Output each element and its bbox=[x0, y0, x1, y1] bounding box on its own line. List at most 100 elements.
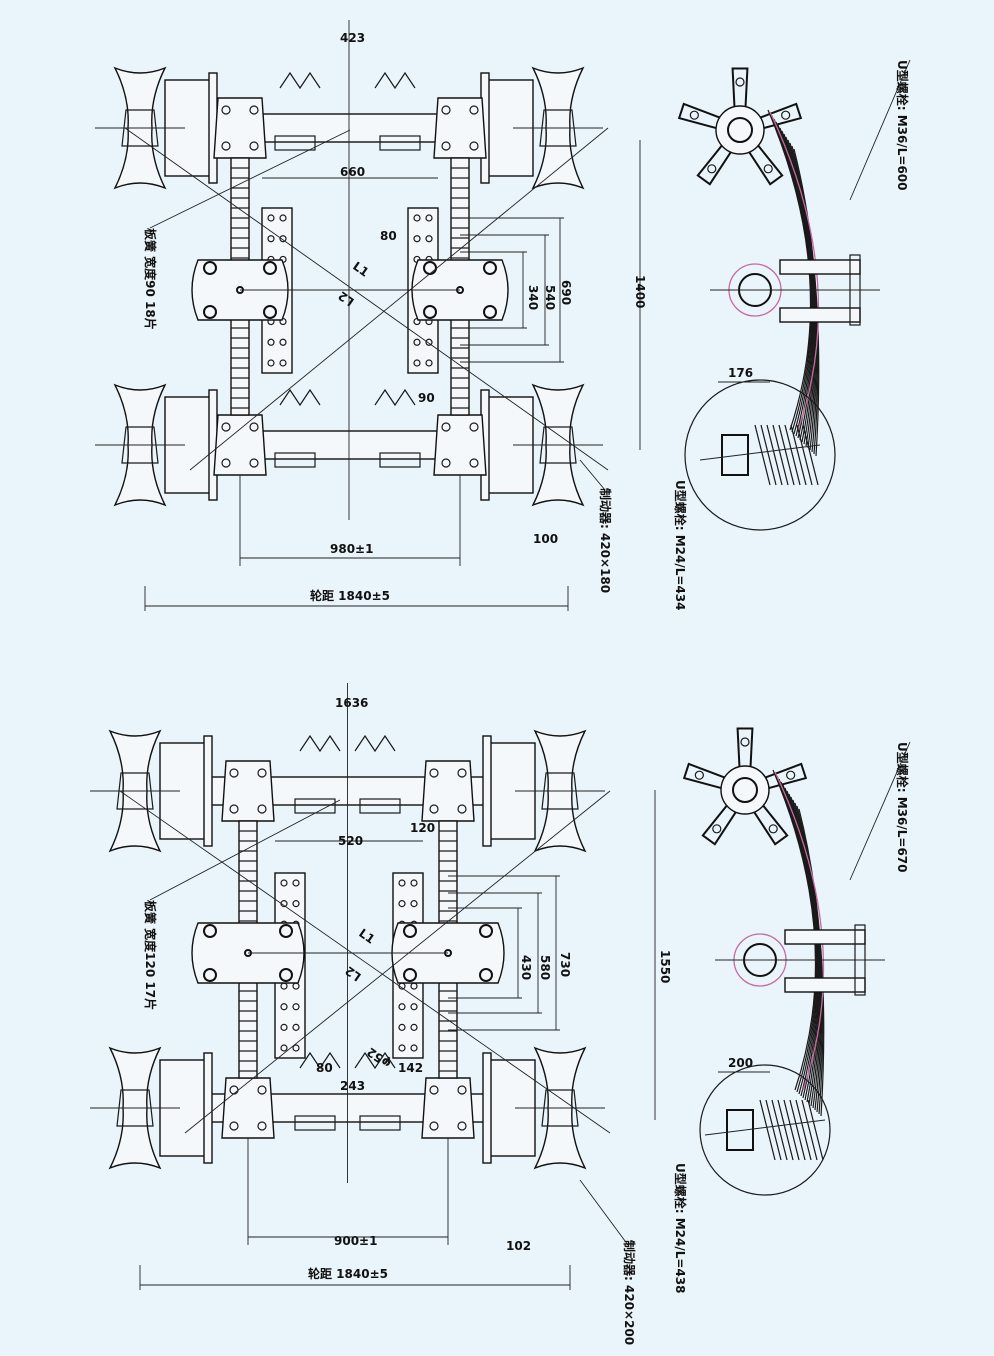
bolt bbox=[469, 422, 479, 432]
bolt bbox=[429, 1121, 439, 1131]
plate-hole bbox=[267, 214, 275, 222]
u-bolt-main-spec: U型螺栓: M36/L=600 bbox=[895, 60, 910, 191]
hub-cap bbox=[539, 426, 577, 464]
brake-chamber bbox=[299, 734, 341, 753]
bolt bbox=[441, 141, 451, 151]
bolt bbox=[229, 804, 239, 814]
hub-spoke bbox=[736, 727, 754, 769]
detail-leaf-hatch bbox=[789, 1099, 806, 1161]
label-L1: L1 bbox=[356, 926, 377, 947]
brake-chamber bbox=[354, 1051, 396, 1070]
plate-hole bbox=[279, 338, 287, 346]
nut bbox=[203, 924, 217, 938]
dim-phi52: φ52 bbox=[364, 1045, 393, 1071]
plate-hole bbox=[413, 359, 421, 367]
plate-hole bbox=[398, 1023, 406, 1031]
detail-circle bbox=[684, 379, 836, 531]
bolt bbox=[221, 105, 231, 115]
bolt bbox=[257, 1121, 267, 1131]
nut bbox=[479, 924, 493, 938]
spring-clamp bbox=[784, 929, 866, 945]
stud-hole bbox=[768, 824, 778, 834]
spring-seat bbox=[221, 760, 275, 822]
bolt bbox=[229, 1121, 239, 1131]
bolt bbox=[457, 1085, 467, 1095]
hub-spoke bbox=[682, 762, 727, 790]
bolt bbox=[457, 1121, 467, 1131]
hub-spoke bbox=[696, 143, 733, 186]
bottom-side-view bbox=[682, 727, 885, 1196]
dim-120: 120 bbox=[410, 821, 435, 835]
bolt bbox=[257, 1085, 267, 1095]
dim-690: 690 bbox=[559, 280, 573, 305]
brake-drum bbox=[486, 1059, 536, 1157]
spring-seat bbox=[433, 97, 487, 159]
spring-clamp bbox=[779, 307, 861, 323]
spring-seat bbox=[213, 97, 267, 159]
bolt bbox=[221, 458, 231, 468]
stud-hole bbox=[786, 770, 796, 780]
diagonal-L1 bbox=[124, 127, 609, 471]
brake-arm bbox=[379, 135, 421, 151]
leaf-outline bbox=[769, 111, 820, 431]
nut bbox=[423, 305, 437, 319]
bottom-assembly-labels: 1636 520 120 730 580 430 1550 200 80 142… bbox=[143, 696, 910, 1345]
brake-spec: 制动器: 420×180 bbox=[598, 488, 613, 593]
label-L1: L1 bbox=[350, 259, 371, 280]
hub-spoke bbox=[763, 762, 808, 790]
hub-cap bbox=[539, 109, 577, 147]
hub-bore bbox=[732, 777, 758, 803]
u-bolt-main-spec: U型螺栓: M36/L=670 bbox=[895, 742, 910, 873]
plate-hole bbox=[280, 879, 288, 887]
bolt bbox=[257, 768, 267, 778]
bolt bbox=[429, 804, 439, 814]
dim-102: 102 bbox=[506, 1239, 531, 1253]
leaf-spring-spec: 板簧 宽度120 17片 bbox=[143, 900, 158, 1010]
dim-80: 80 bbox=[316, 1061, 333, 1075]
detail-leaf-hatch bbox=[801, 1099, 818, 1161]
hub-cap bbox=[116, 1089, 154, 1127]
track-width: 轮距 1840±5 bbox=[310, 588, 390, 603]
plate-hole bbox=[425, 359, 433, 367]
bolt bbox=[221, 141, 231, 151]
diagonal-L2 bbox=[189, 127, 609, 471]
brake-chamber bbox=[299, 1051, 341, 1070]
bolt bbox=[457, 804, 467, 814]
hub-center bbox=[715, 105, 765, 155]
hub-cap bbox=[541, 1089, 579, 1127]
stud-hole bbox=[694, 770, 704, 780]
drum-flange bbox=[482, 735, 492, 847]
dim-200: 200 bbox=[728, 1056, 753, 1070]
spring-clamp bbox=[784, 977, 866, 993]
stud-hole bbox=[735, 77, 745, 87]
diagonal-L2 bbox=[184, 790, 611, 1134]
undefined bbox=[95, 20, 609, 611]
detail-leaf-hatch bbox=[777, 1099, 794, 1161]
spring-seat bbox=[433, 414, 487, 476]
top-assembly-labels: 423 660 80 690 540 340 1400 176 90 980±1… bbox=[143, 31, 910, 611]
detail-u-bolt bbox=[726, 1109, 754, 1151]
detail-leaf-hatch bbox=[796, 424, 813, 486]
bolt bbox=[441, 105, 451, 115]
hub-center bbox=[720, 765, 770, 815]
plate-hole bbox=[280, 1044, 288, 1052]
bolt bbox=[429, 1085, 439, 1095]
nut bbox=[263, 261, 277, 275]
leader-brake bbox=[579, 1179, 629, 1246]
bolt bbox=[257, 804, 267, 814]
dim-1636: 1636 bbox=[335, 696, 368, 710]
plate-hole bbox=[267, 359, 275, 367]
hub-cap bbox=[121, 109, 159, 147]
bolt bbox=[221, 422, 231, 432]
detail-leaf-hatch bbox=[802, 424, 819, 486]
drum-flange bbox=[482, 1052, 492, 1164]
detail-leaf-hatch bbox=[778, 424, 795, 486]
stud-hole bbox=[740, 737, 750, 747]
detail-leaf-hatch bbox=[790, 424, 807, 486]
plate-hole bbox=[425, 214, 433, 222]
detail-leaf-hatch bbox=[765, 1099, 782, 1161]
plate-hole bbox=[398, 1044, 406, 1052]
plate-hole bbox=[398, 1003, 406, 1011]
dim-660: 660 bbox=[340, 165, 365, 179]
